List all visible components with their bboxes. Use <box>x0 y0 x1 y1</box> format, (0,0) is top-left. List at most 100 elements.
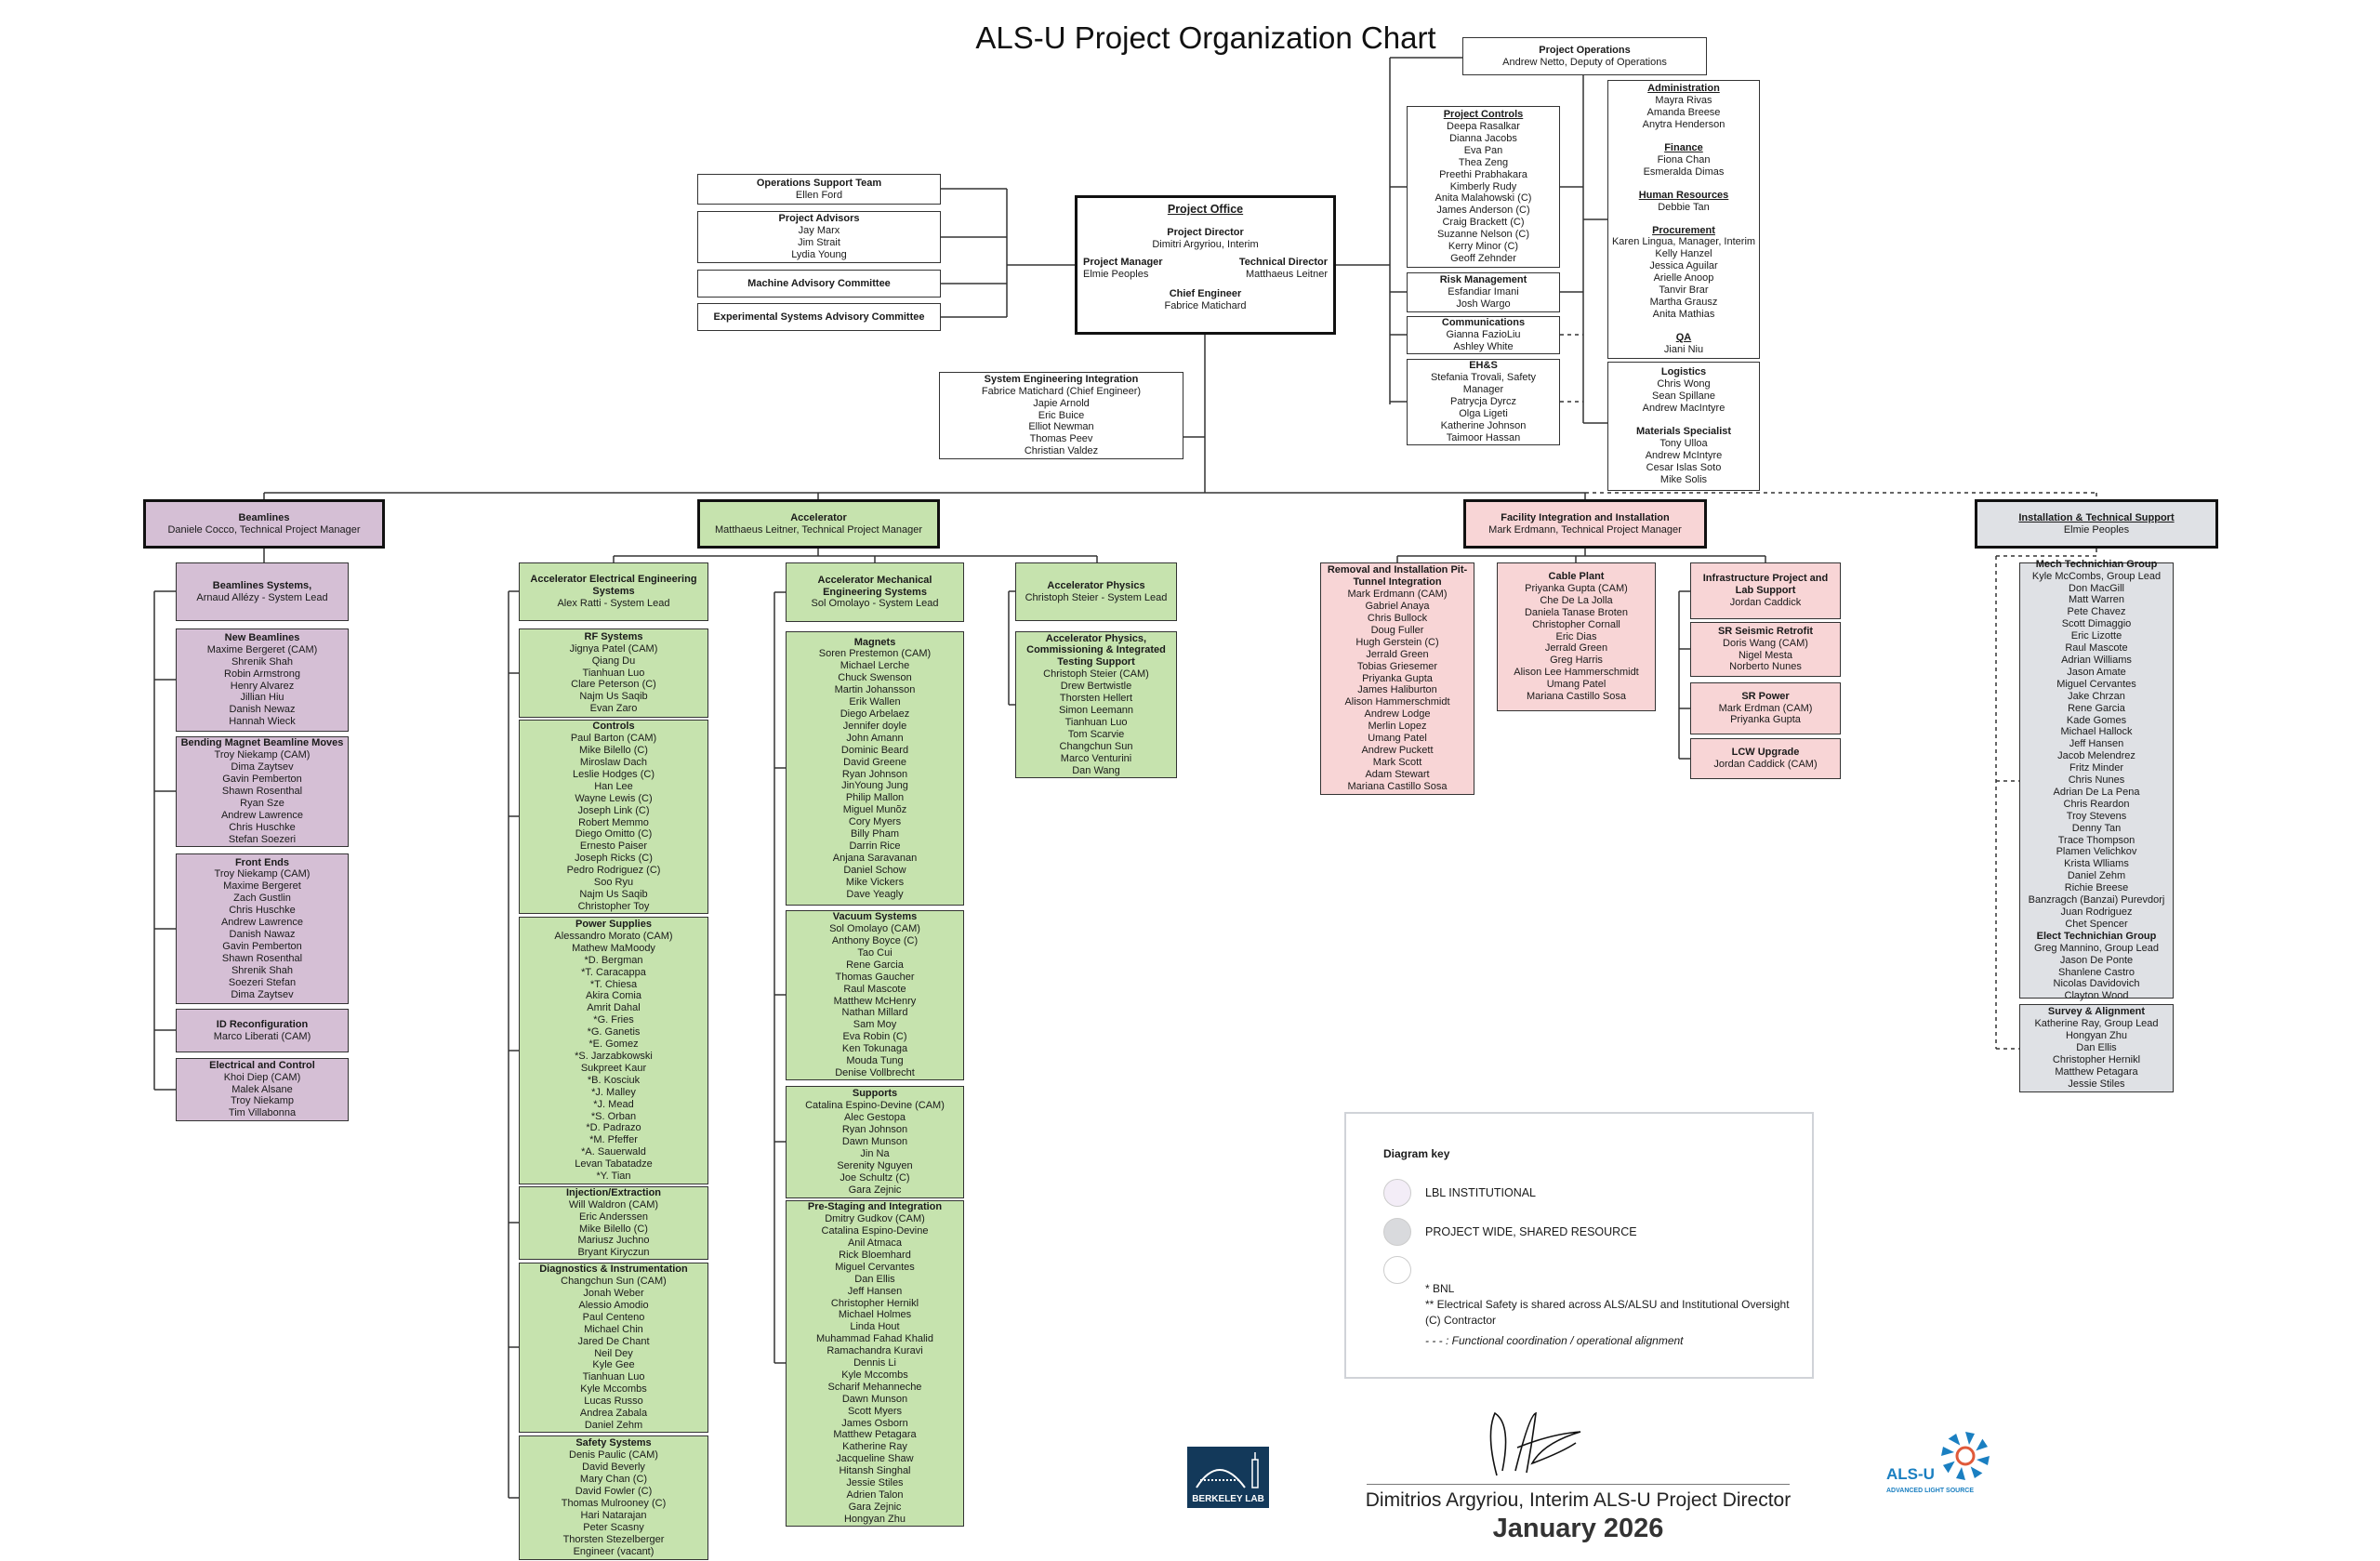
member-name: Dima Zaytsev <box>231 761 294 774</box>
fi-removal-box: Removal and Installation Pit-Tunnel Inte… <box>1320 562 1474 795</box>
member-name: David Fowler (C) <box>575 1486 653 1498</box>
member-name: Jeff Hansen <box>2069 738 2124 750</box>
member-name: Ramachandra Kuravi <box>826 1345 923 1357</box>
box-heading: Beamlines Systems, <box>212 579 312 591</box>
manager-label: Project Manager <box>1083 257 1163 268</box>
signatory-name: Dimitrios Argyriou, Interim ALS-U Projec… <box>1365 1489 1792 1511</box>
member-name: *T. Chiesa <box>589 978 638 990</box>
member-name: Dave Yeagly <box>846 888 904 900</box>
member-name: Adrian De La Pena <box>2053 786 2140 798</box>
member-name: Anthony Boyce (C) <box>831 934 919 946</box>
member-name: Qiang Du <box>591 655 636 667</box>
exp-advisory-box: Experimental Systems Advisory Committee <box>697 303 941 331</box>
member-name: Sukpreet Kaur <box>580 1062 647 1074</box>
box-heading: Bending Magnet Beamline Moves <box>180 737 344 749</box>
member-name: Mariusz Juchno <box>577 1235 650 1247</box>
member-name: Dennis Li <box>853 1357 896 1369</box>
member-name: Thorsten Hellert <box>1059 693 1133 705</box>
member-name: Shrenik Shah <box>231 655 294 668</box>
diagram-key-title: Diagram key <box>1383 1147 1450 1160</box>
member-name: Matthaeus Leitner, Technical Project Man… <box>715 523 922 536</box>
member-name: Che De La Jolla <box>1540 594 1613 606</box>
member-name: Erik Wallen <box>849 696 901 708</box>
box-heading: Communications <box>1441 317 1526 329</box>
member-name: Sam Moy <box>853 1019 897 1031</box>
member-name: Martha Grausz <box>1649 296 1718 308</box>
member-name: Ken Tokunaga <box>841 1043 908 1055</box>
member-name: Simon Leemann <box>1058 705 1134 716</box>
member-name: Chet Spencer <box>2065 918 2128 930</box>
member-name: Jillian Hiu <box>240 692 284 704</box>
member-name: Doris Wang (CAM) <box>1723 637 1808 649</box>
member-name: Scharif Mehanneche <box>827 1381 922 1393</box>
member-name: Doug Fuller <box>1370 624 1424 636</box>
member-name: Gara Zejnic <box>848 1184 902 1196</box>
member-name: Ryan Sze <box>240 797 284 809</box>
member-name: *S. Jarzabkowski <box>575 1051 653 1062</box>
als-u-logo: ALS-U ADVANCED LIGHT SOURCE <box>1884 1428 1993 1504</box>
ap-comm-box: Accelerator Physics, Commissioning & Int… <box>1015 631 1177 778</box>
box-section: Accelerator Mechanical Engineering Syste… <box>789 575 960 611</box>
member-name: Mark Scott <box>1372 756 1422 768</box>
member-name: Arielle Anoop <box>1653 272 1714 284</box>
member-name: Zach Gustlin <box>233 893 291 905</box>
member-name: Dan Ellis <box>2076 1042 2117 1054</box>
member-name: Michael Chin <box>584 1323 643 1335</box>
member-name: Taimoor Hassan <box>1446 431 1521 443</box>
member-name: Fabrice Matichard (Chief Engineer) <box>981 385 1142 397</box>
member-name: Katherine Johnson <box>1440 419 1527 431</box>
box-section: Accelerator Electrical Engineering Syste… <box>522 574 705 610</box>
member-name: Jin Na <box>860 1147 890 1159</box>
diagram-key: Diagram key LBL INSTITUTIONAL PROJECT WI… <box>1344 1112 1814 1379</box>
member-name: Ellen Ford <box>795 189 843 201</box>
member-name: Umang Patel <box>1368 733 1427 745</box>
member-name: Alessandro Morato (CAM) <box>554 930 673 942</box>
als-u-logo-text: ALS-U <box>1886 1465 1935 1483</box>
box-heading: Removal and Installation Pit-Tunnel Inte… <box>1327 564 1468 589</box>
member-name: Han Lee <box>594 780 633 792</box>
member-name: Eric Anderssen <box>579 1210 648 1223</box>
box-heading: EH&S <box>1469 360 1498 372</box>
member-name: Norberto Nunes <box>1729 661 1802 673</box>
box-heading: Materials Specialist <box>1635 426 1732 438</box>
member-name: Joe Schultz (C) <box>840 1171 910 1184</box>
member-name: Tianhuan Luo <box>1064 716 1128 728</box>
member-name: Andrew McIntyre <box>1645 449 1723 461</box>
member-name: Sean Spillane <box>1652 390 1715 403</box>
member-name: Esmeralda Dimas <box>1643 165 1725 178</box>
box-heading: Mech Technichian Group <box>2035 558 2158 570</box>
member-name: Suzanne Nelson (C) <box>1436 229 1530 241</box>
box-heading: Infrastructure Project and Lab Support <box>1702 573 1829 597</box>
member-name: Alessio Amodio <box>578 1299 649 1311</box>
member-name: Shawn Rosenthal <box>221 952 303 964</box>
box-heading: Experimental Systems Advisory Committee <box>713 311 925 323</box>
member-name: Chris Nunes <box>2068 774 2125 787</box>
member-name: Engineer (vacant) <box>573 1545 654 1557</box>
member-name: Darrin Rice <box>849 840 901 852</box>
member-name: Anjana Saravanan <box>832 852 918 864</box>
member-name: Alison Hammerschmidt <box>1344 696 1450 708</box>
member-name: Muhammad Fahad Khalid <box>816 1333 933 1345</box>
member-name: Eric Lizotte <box>2070 630 2122 642</box>
member-name: Jerrald Green <box>1366 648 1429 660</box>
member-name: Amanda Breese <box>1646 107 1721 119</box>
member-name: Rene Garcia <box>2068 702 2125 714</box>
member-name: *E. Gomez <box>588 1038 639 1051</box>
member-name: Nicolas Davidovich <box>2053 978 2140 990</box>
member-name: Kyle McCombs, Group Lead <box>2031 570 2162 582</box>
